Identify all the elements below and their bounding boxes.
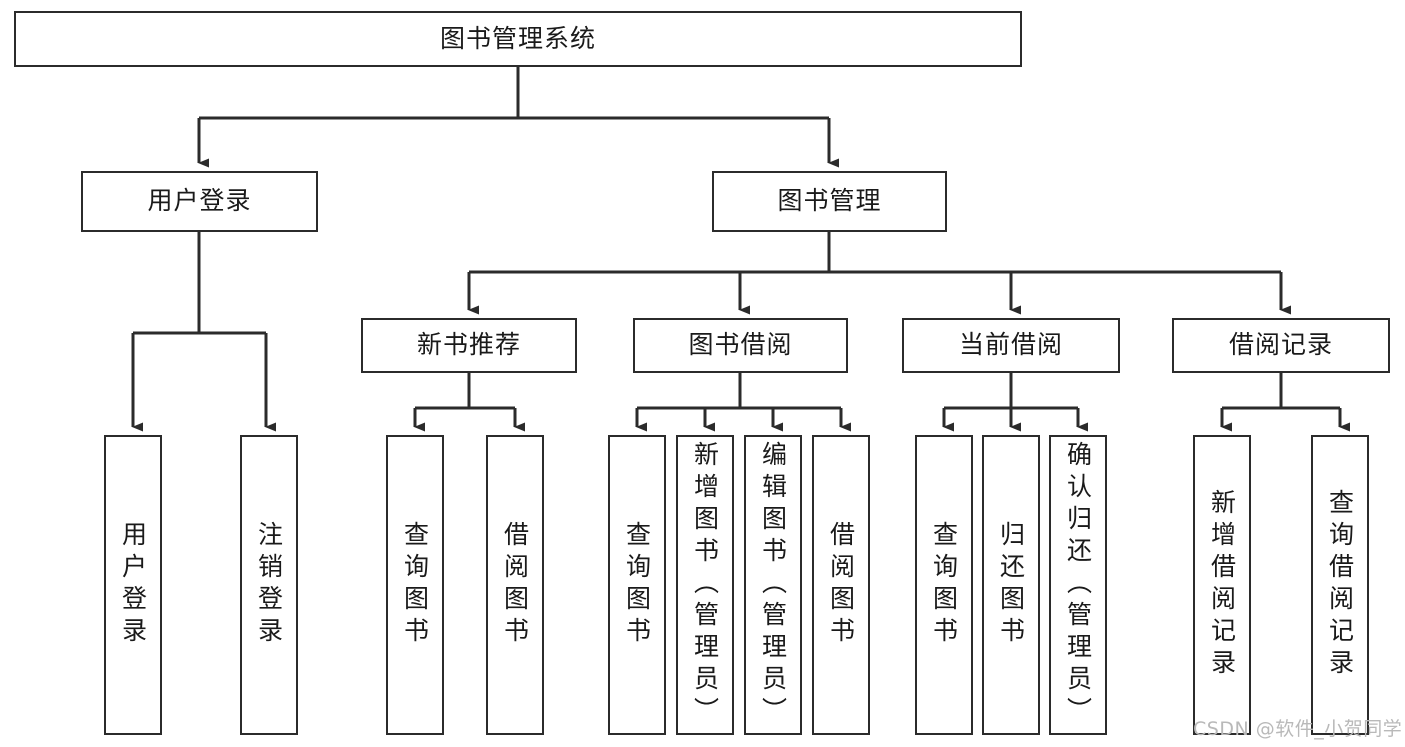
node-label: 查询图书 xyxy=(622,521,652,649)
node-label: 图书借阅 xyxy=(688,330,793,360)
node-label: 编辑图书（管理员） xyxy=(758,441,788,729)
node-label: 用户登录 xyxy=(147,186,252,216)
leaf-add-book-admin[interactable]: 新增图书（管理员） xyxy=(676,435,734,735)
watermark: CSDN @软件_小贺同学 xyxy=(1193,718,1403,740)
node-root-system[interactable]: 图书管理系统 xyxy=(14,11,1022,67)
leaf-confirm-return-admin[interactable]: 确认归还（管理员） xyxy=(1049,435,1107,735)
node-label: 当前借阅 xyxy=(958,330,1063,360)
node-label: 归还图书 xyxy=(996,521,1026,649)
node-label: 图书管理 xyxy=(777,186,882,216)
node-label: 确认归还（管理员） xyxy=(1063,441,1093,729)
node-label: 借阅记录 xyxy=(1228,330,1333,360)
node-label: 查询图书 xyxy=(929,521,959,649)
leaf-query-borrow-record[interactable]: 查询借阅记录 xyxy=(1311,435,1369,735)
node-new-book-recommend[interactable]: 新书推荐 xyxy=(361,318,577,373)
node-label: 新书推荐 xyxy=(416,330,521,360)
leaf-borrow-book-recommend[interactable]: 借阅图书 xyxy=(486,435,544,735)
leaf-user-login[interactable]: 用户登录 xyxy=(104,435,162,735)
node-label: 注销登录 xyxy=(254,521,284,649)
leaf-return-book[interactable]: 归还图书 xyxy=(982,435,1040,735)
leaf-query-book-recommend[interactable]: 查询图书 xyxy=(386,435,444,735)
node-label: 查询借阅记录 xyxy=(1325,489,1355,681)
node-borrow-record[interactable]: 借阅记录 xyxy=(1172,318,1390,373)
node-label: 图书管理系统 xyxy=(439,23,596,53)
leaf-query-book-current[interactable]: 查询图书 xyxy=(915,435,973,735)
node-user-login[interactable]: 用户登录 xyxy=(81,171,318,232)
leaf-query-book-borrow[interactable]: 查询图书 xyxy=(608,435,666,735)
leaf-add-borrow-record[interactable]: 新增借阅记录 xyxy=(1193,435,1251,735)
node-current-borrow[interactable]: 当前借阅 xyxy=(902,318,1120,373)
leaf-edit-book-admin[interactable]: 编辑图书（管理员） xyxy=(744,435,802,735)
node-label: 查询图书 xyxy=(400,521,430,649)
node-book-management[interactable]: 图书管理 xyxy=(712,171,947,232)
node-label: 借阅图书 xyxy=(500,521,530,649)
leaf-logout[interactable]: 注销登录 xyxy=(240,435,298,735)
node-label: 新增借阅记录 xyxy=(1207,489,1237,681)
node-label: 用户登录 xyxy=(118,521,148,649)
node-label: 新增图书（管理员） xyxy=(690,441,720,729)
node-book-borrow[interactable]: 图书借阅 xyxy=(633,318,848,373)
leaf-borrow-book[interactable]: 借阅图书 xyxy=(812,435,870,735)
node-label: 借阅图书 xyxy=(826,521,856,649)
